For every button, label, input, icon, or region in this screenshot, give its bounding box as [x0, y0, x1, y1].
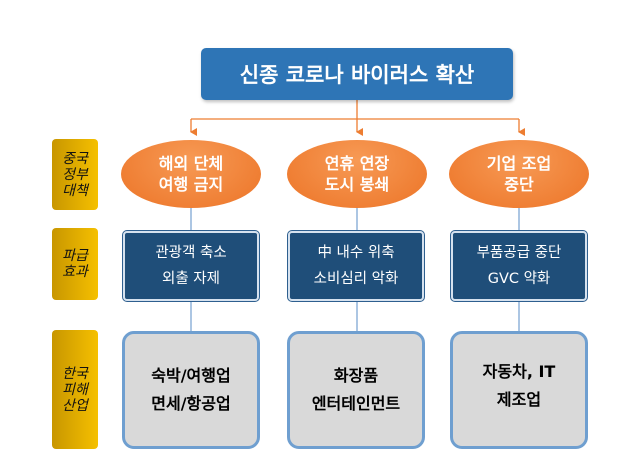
industry-box-3: 자동차, IT 제조업 [450, 331, 588, 449]
effect-box-3: 부품공급 중단 GVC 약화 [450, 230, 588, 302]
measure-ellipse-1: 해외 단체 여행 금지 [121, 140, 261, 208]
measure-ellipse-3: 기업 조업 중단 [449, 140, 589, 208]
industry-box-2: 화장품 엔터테인먼트 [287, 331, 425, 449]
measure-ellipse-2: 연휴 연장 도시 봉쇄 [287, 140, 427, 208]
title-box: 신종 코로나 바이러스 확산 [201, 48, 513, 100]
effect-box-2: 中 내수 위축 소비심리 악화 [287, 230, 425, 302]
row-label-ripple-effects: 파급 효과 [52, 228, 98, 300]
row-label-china-measures: 중국 정부 대책 [52, 139, 98, 210]
row-label-korea-industries: 한국 피해 산업 [52, 330, 98, 449]
effect-box-1: 관광객 축소 외출 자제 [122, 230, 260, 302]
industry-box-1: 숙박/여행업 면세/항공업 [122, 331, 260, 449]
